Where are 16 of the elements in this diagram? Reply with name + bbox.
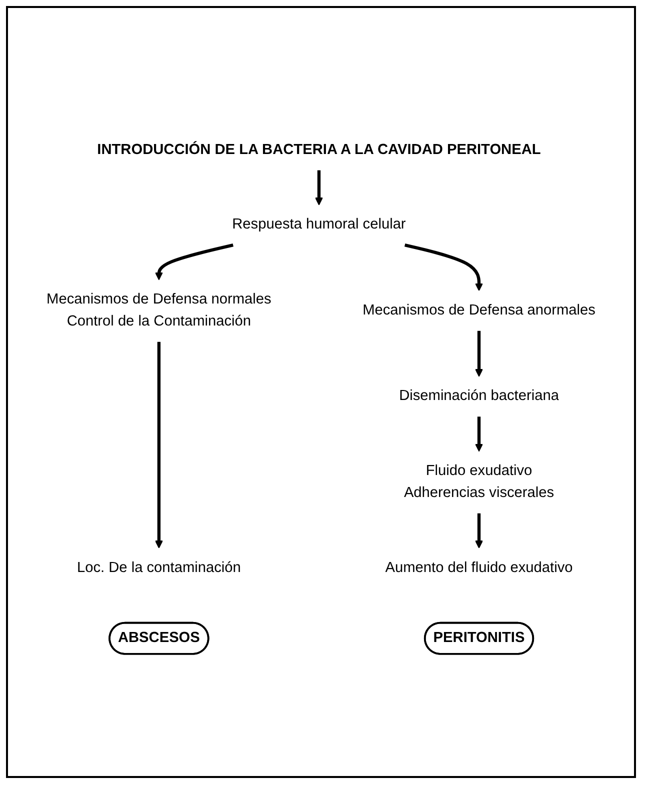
node-text: Aumento del fluido exudativo xyxy=(385,560,573,576)
arrow xyxy=(475,416,484,452)
arrow xyxy=(314,170,323,206)
arrow xyxy=(404,244,484,292)
node-text: Mecanismos de Defensa anormales xyxy=(362,302,596,318)
node-text: INTRODUCCIÓN DE LA BACTERIA A LA CAVIDAD PERITONEAL xyxy=(97,142,541,158)
arrow xyxy=(475,513,484,548)
arrow xyxy=(154,244,234,280)
node-text: Loc. De la contaminación xyxy=(76,560,241,576)
diagram-frame: INTRODUCCIÓN DE LA BACTERIA A LA CAVIDAD PERITONEAL Respuesta humoral celular Mecanismos de Defensa normales Control de la Contaminación Mecanismos de Defensa anormales Diseminación bacteriana Fluido exudativo Adherencias viscerales Loc. De la contaminación Aumento del fluido exudativo ABSCESOS PERITONITIS xyxy=(6,6,636,778)
node-text: Mecanismos de Defensa normales Control de la Contaminación xyxy=(46,292,272,330)
arrow xyxy=(154,342,163,548)
node-text: Diseminación bacteriana xyxy=(399,388,559,404)
node-text: Fluido exudativo Adherencias viscerales xyxy=(404,463,554,501)
arrow xyxy=(475,330,484,377)
node-text: Respuesta humoral celular xyxy=(232,216,406,232)
